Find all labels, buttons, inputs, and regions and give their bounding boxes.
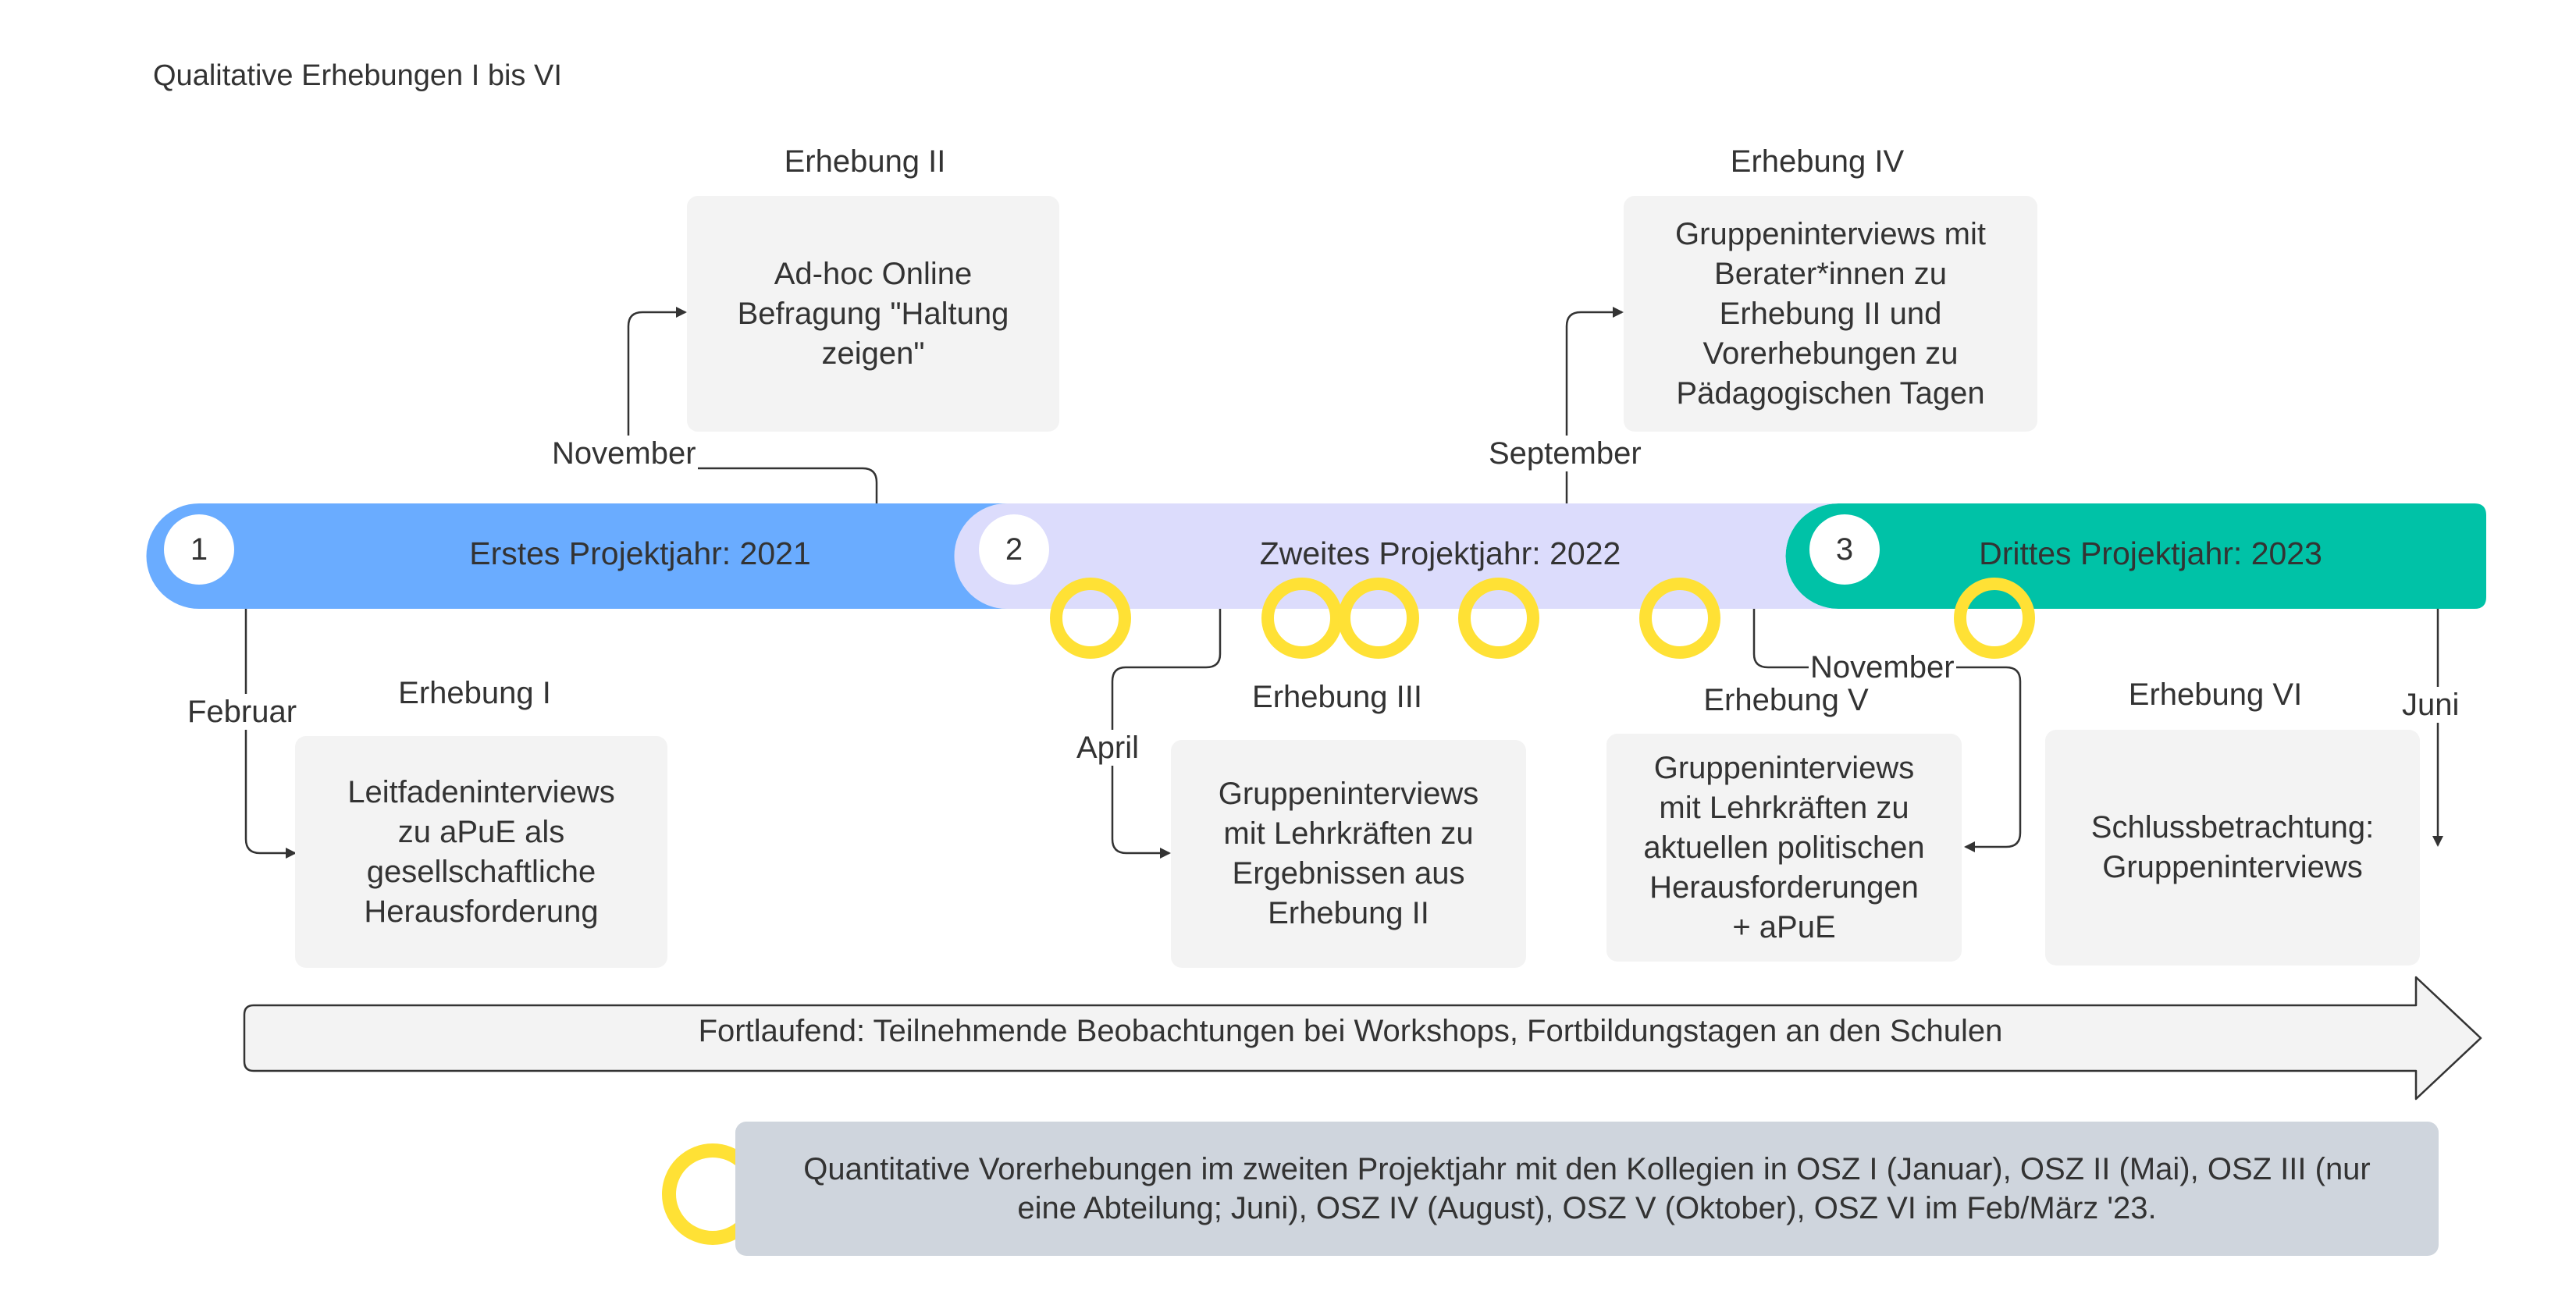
survey-marker-icon — [1261, 578, 1343, 659]
step-number-1: 1 — [164, 514, 234, 585]
heading-erhebung-2: Erhebung II — [784, 144, 946, 179]
page-title: Qualitative Erhebungen I bis VI — [153, 59, 562, 92]
step-number-3: 3 — [1809, 514, 1880, 585]
heading-erhebung-5: Erhebung V — [1703, 683, 1869, 717]
legend-box: Quantitative Vorerhebungen im zweiten Pr… — [735, 1122, 2439, 1256]
step-number-2: 2 — [979, 514, 1049, 585]
card-line: mit Lehrkräften zu — [1659, 790, 1909, 825]
card-line: zeigen" — [821, 336, 925, 371]
legend-line: eine Abteilung; Juni), OSZ IV (August), … — [1017, 1191, 2157, 1225]
card-erhebung-5: Gruppeninterviews mit Lehrkräften zu akt… — [1606, 734, 1962, 962]
month-label-september: September — [1487, 436, 1643, 471]
card-erhebung-1: Leitfadeninterviews zu aPuE als gesellsc… — [295, 736, 667, 968]
card-line: Pädagogischen Tagen — [1676, 375, 1985, 411]
month-label-februar: Februar — [186, 694, 299, 730]
card-erhebung-2: Ad-hoc Online Befragung "Haltung zeigen" — [687, 196, 1059, 432]
card-line: aktuellen politischen — [1643, 830, 1925, 865]
survey-marker-icon — [1639, 578, 1720, 659]
card-line: Gruppeninterviews — [2102, 850, 2363, 884]
card-line: Erhebung II — [1268, 896, 1429, 930]
month-label-april: April — [1075, 730, 1141, 766]
year-band-2021 — [146, 503, 1007, 609]
survey-marker-icon — [1338, 578, 1419, 659]
card-line: gesellschaftliche — [366, 854, 596, 889]
legend-line: Quantitative Vorerhebungen im zweiten Pr… — [803, 1152, 2371, 1186]
card-line: Herausforderungen — [1649, 869, 1919, 905]
card-line: Gruppeninterviews — [1218, 777, 1479, 811]
survey-marker-icon — [1954, 578, 2035, 659]
ongoing-label: Fortlaufend: Teilnehmende Beobachtungen … — [698, 1014, 2003, 1048]
card-line: Schlussbetrachtung: — [2090, 810, 2375, 845]
card-line: Gruppeninterviews mit — [1675, 216, 1986, 251]
card-line: Erhebung II und — [1719, 296, 1942, 331]
connector-erhebung-5 — [1752, 609, 2022, 852]
ongoing-arrow — [243, 976, 2482, 1101]
connector-erhebung-3 — [1111, 609, 1222, 859]
card-line: Ad-hoc Online — [774, 256, 973, 291]
card-line: Befragung "Haltung — [737, 296, 1009, 331]
month-label-november-2021: November — [550, 436, 698, 471]
heading-erhebung-1: Erhebung I — [398, 676, 551, 710]
heading-erhebung-3: Erhebung III — [1252, 680, 1422, 714]
connector-erhebung-4 — [1565, 307, 1624, 503]
year-label-2022: Zweites Projektjahr: 2022 — [1259, 535, 1621, 571]
heading-erhebung-4: Erhebung IV — [1730, 144, 1905, 179]
card-line: Ergebnissen aus — [1232, 856, 1465, 891]
month-label-november-2022: November — [1809, 649, 1956, 685]
card-line: Herausforderung — [364, 894, 599, 929]
card-line: zu aPuE als — [397, 814, 565, 849]
card-line: Vorerhebungen zu — [1703, 336, 1959, 371]
survey-marker-icon — [1050, 578, 1131, 659]
card-line: mit Lehrkräften zu — [1223, 816, 1474, 851]
card-line: Berater*innen zu — [1714, 256, 1947, 291]
heading-erhebung-6: Erhebung VI — [2128, 677, 2303, 712]
card-line: Gruppeninterviews — [1653, 750, 1915, 785]
year-label-2023: Drittes Projektjahr: 2023 — [1979, 535, 2322, 571]
year-band-2022 — [954, 503, 1838, 609]
card-line: Leitfadeninterviews — [347, 774, 615, 809]
year-label-2021: Erstes Projektjahr: 2021 — [469, 535, 811, 571]
year-band-2023 — [1785, 503, 2486, 609]
card-erhebung-4: Gruppeninterviews mit Berater*innen zu E… — [1624, 196, 2037, 432]
month-label-juni: Juni — [2400, 687, 2461, 723]
survey-marker-icon — [1458, 578, 1539, 659]
card-erhebung-6: Schlussbetrachtung: Gruppeninterviews — [2045, 730, 2420, 965]
card-line: + aPuE — [1732, 909, 1836, 944]
connector-erhebung-1 — [244, 609, 297, 859]
card-erhebung-3: Gruppeninterviews mit Lehrkräften zu Erg… — [1171, 740, 1526, 968]
